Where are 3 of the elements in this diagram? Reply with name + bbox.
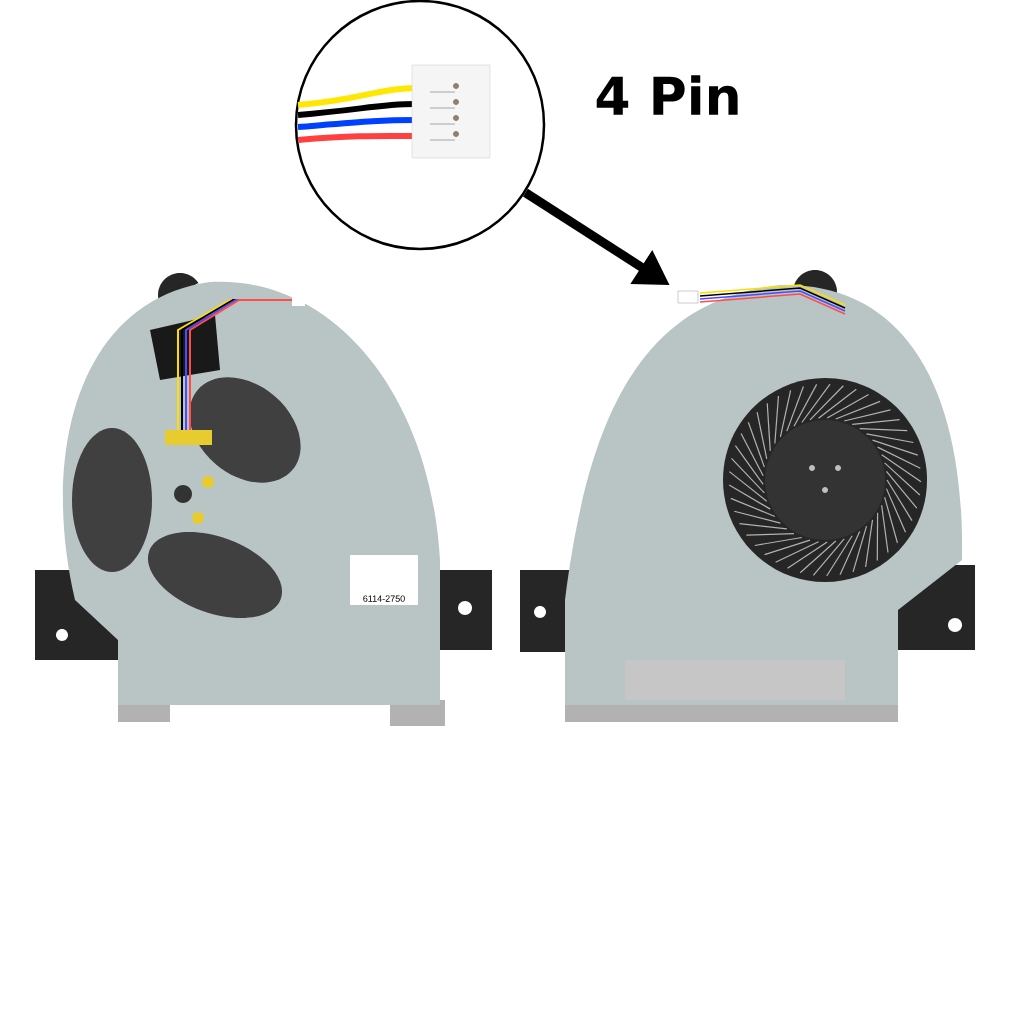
pin-count-label: 4 Pin	[596, 75, 738, 115]
sticker-label: 6114-2750	[350, 555, 418, 605]
connector-plug	[677, 290, 699, 304]
